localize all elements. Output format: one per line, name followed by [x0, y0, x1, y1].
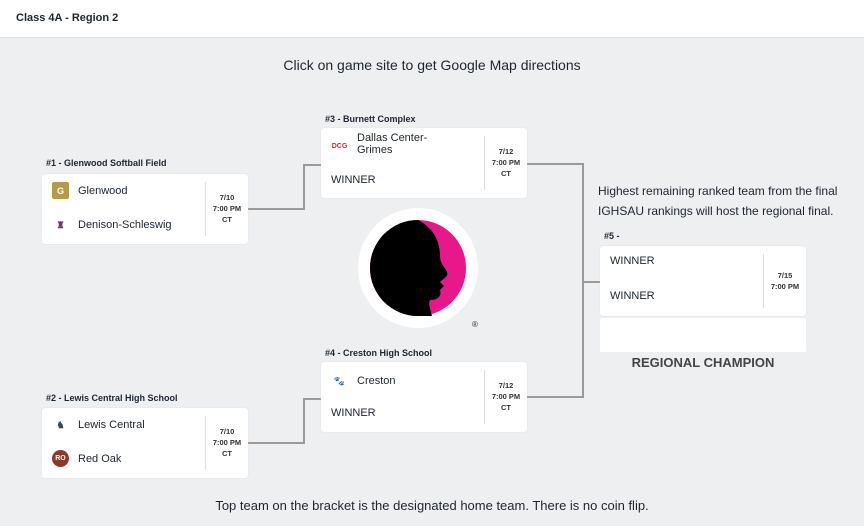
connector: [527, 396, 584, 398]
connector: [303, 398, 321, 400]
champion-label: REGIONAL CHAMPION: [631, 355, 775, 370]
game-site-link[interactable]: #4 - Creston High School: [325, 348, 433, 358]
glenwood-g-logo-icon: G: [52, 182, 69, 199]
team-name: WINNER: [331, 174, 376, 186]
game-site-link[interactable]: #1 - Glenwood Softball Field: [46, 158, 167, 168]
page-title: Class 4A - Region 2: [16, 12, 119, 24]
creston-logo-icon: 🐾: [333, 375, 346, 386]
ighsau-logo-icon: [358, 208, 478, 328]
registered-mark: ®: [472, 320, 478, 329]
connector: [248, 208, 305, 210]
denison-logo-icon: ♜: [56, 219, 65, 230]
team-name: WINNER: [610, 290, 655, 302]
team-name: Creston: [357, 374, 396, 387]
footer-note: Top team on the bracket is the designate…: [215, 498, 649, 513]
team-name: WINNER: [331, 407, 376, 419]
team-name: Dallas Center-Grimes: [357, 132, 428, 156]
divider: [484, 136, 485, 190]
divider: [205, 182, 206, 236]
connector: [582, 163, 584, 398]
connector: [303, 398, 305, 444]
divider: [763, 254, 764, 308]
lewis-central-logo-icon: ♞: [56, 419, 65, 430]
connector: [248, 442, 305, 444]
connector: [303, 164, 321, 166]
team-name: WINNER: [610, 255, 655, 267]
team-name: Denison-Schleswig: [78, 218, 172, 231]
champion-box: [600, 318, 806, 352]
red-oak-logo-icon: RO: [52, 450, 69, 467]
team-name: Lewis Central: [78, 418, 145, 431]
connector: [527, 163, 584, 165]
connector: [582, 281, 600, 283]
game-site-link[interactable]: #2 - Lewis Central High School: [46, 393, 178, 403]
game-site-link[interactable]: #3 - Burnett Complex: [325, 114, 416, 124]
instruction-text: Click on game site to get Google Map dir…: [283, 57, 581, 73]
dcg-logo-icon: DCG: [331, 142, 348, 150]
team-name: Red Oak: [78, 452, 122, 465]
divider: [484, 370, 485, 424]
team-name: Glenwood: [78, 184, 128, 197]
divider: [205, 416, 206, 470]
game-site-label: #5 -: [604, 231, 620, 241]
host-note: Highest remaining ranked team from the f…: [598, 184, 838, 218]
connector: [303, 164, 305, 210]
header: Class 4A - Region 2: [0, 0, 864, 38]
